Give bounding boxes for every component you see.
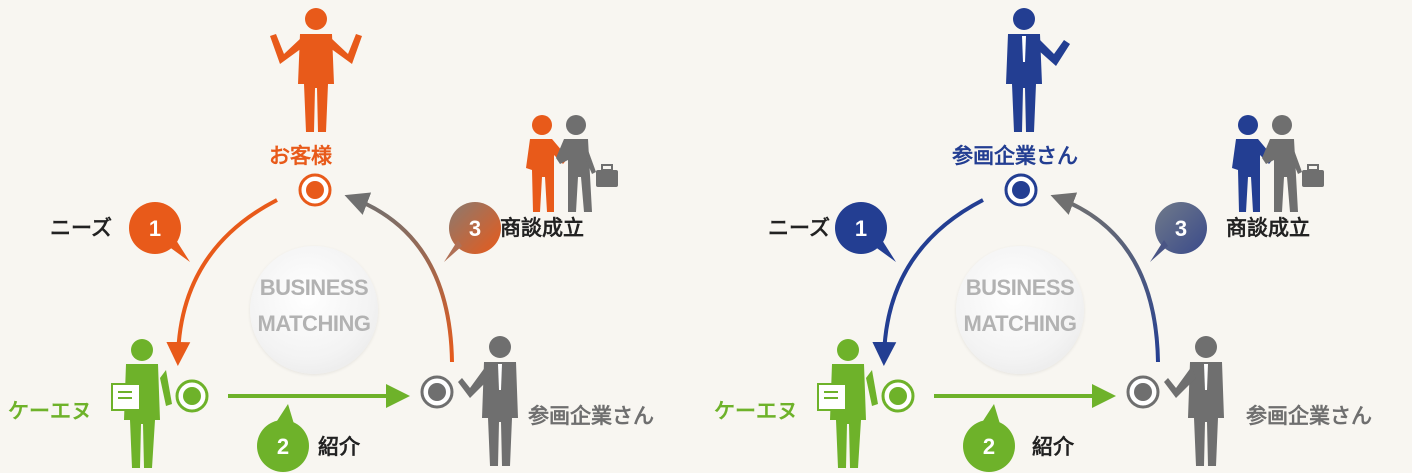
center-line2: MATCHING [963,311,1077,336]
partner-company-figure-icon [1006,8,1070,132]
bubble-step3 [1150,202,1207,262]
step-3-number: 3 [1174,216,1188,241]
center-line1: BUSINESS [965,275,1075,300]
bubble-step1 [835,202,896,262]
step-1-number: 1 [148,216,162,241]
node-left [881,379,915,413]
partner-figure-icon [1164,336,1224,466]
kn-label: ケーエヌ [714,399,798,423]
arc-needs [166,198,278,366]
diagram-graphics [817,8,1324,472]
partner-figure-icon [458,336,518,466]
center-line1: BUSINESS [259,275,369,300]
needs-label: ニーズ [50,216,112,240]
business-matching-badge: BUSINESS MATCHING [956,246,1084,374]
bubble-step2 [257,404,309,472]
step-1-number: 1 [854,216,868,241]
node-top [298,173,332,207]
partner-label: 参画企業さん [528,404,654,428]
handshake-icon [526,115,618,212]
step-2-number: 2 [276,434,290,459]
diagram-graphics [111,8,618,472]
kn-label: ケーエヌ [8,399,92,423]
arc-deal [1050,192,1160,363]
handshake-icon [1232,115,1324,212]
business-matching-badge: BUSINESS MATCHING [250,246,378,374]
kn-figure-icon [111,339,172,468]
matching-diagram-partner: 参画企業さん ニーズ 商談成立 ケーエヌ 参画企業さん 紹介 1 2 3 BUS… [706,0,1412,473]
partner-label: 参画企業さん [1246,404,1372,428]
customer-figure-icon [270,8,362,132]
center-line2: MATCHING [257,311,371,336]
node-top [1004,173,1038,207]
node-left [175,379,209,413]
node-right [420,375,454,409]
node-right [1126,375,1160,409]
needs-label: ニーズ [768,216,830,240]
step-3-number: 3 [468,216,482,241]
matching-diagram-customer: お客様 ニーズ 商談成立 ケーエヌ 参画企業さん 紹介 1 2 3 BUSINE… [8,8,654,472]
bubble-step2 [963,404,1015,472]
kn-figure-icon [817,339,878,468]
arc-deal [344,192,454,363]
bubble-step3 [444,202,501,262]
top-party-label: 参画企業さん [952,144,1078,168]
intro-label: 紹介 [318,435,360,459]
intro-label: 紹介 [1032,435,1074,459]
arc-needs [872,198,984,366]
top-party-label: お客様 [269,144,332,168]
step-2-number: 2 [982,434,996,459]
bubble-step1 [129,202,190,262]
deal-label: 商談成立 [500,216,584,240]
deal-label: 商談成立 [1226,216,1310,240]
